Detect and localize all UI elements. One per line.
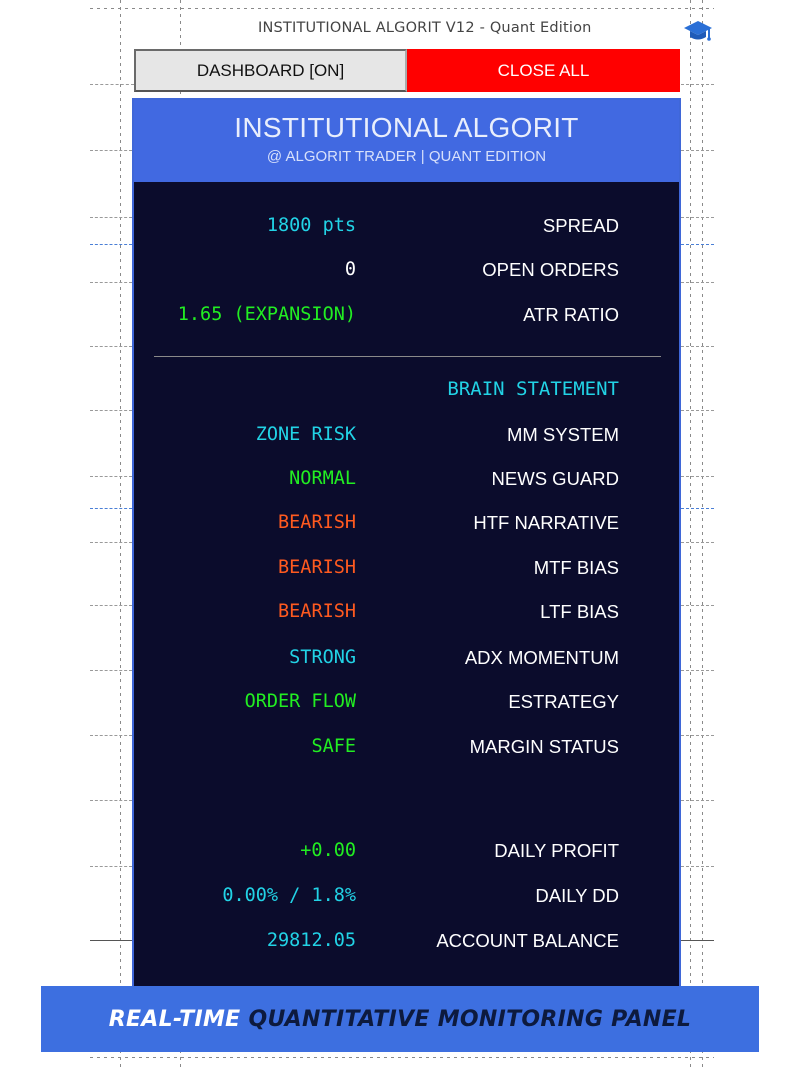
grid-line: [681, 800, 714, 801]
panel-title: INSTITUTIONAL ALGORIT: [234, 112, 579, 143]
grid-line: [681, 476, 714, 477]
grid-line: [90, 605, 132, 606]
daily-dd-value: 0.00% / 1.8%: [222, 885, 356, 906]
daily-profit-label: DAILY PROFIT: [494, 840, 619, 861]
grid-line: [90, 542, 132, 543]
open-orders-value: 0: [344, 259, 356, 280]
mm-system-value: ZONE RISK: [255, 424, 356, 445]
grid-line: [681, 150, 714, 151]
panel-subtitle: @ ALGORIT TRADER | QUANT EDITION: [266, 148, 547, 165]
atr-ratio-label: ATR RATIO: [523, 304, 619, 325]
panel-header: INSTITUTIONAL ALGORIT @ ALGORIT TRADER |…: [134, 100, 679, 182]
adx-momentum-value: STRONG: [289, 647, 356, 668]
banner-highlight-text: REAL-TIME: [108, 1006, 241, 1032]
ltf-bias-label: LTF BIAS: [540, 601, 619, 622]
grid-line: [681, 542, 714, 543]
grid-line: [90, 282, 132, 283]
price-line: [90, 508, 132, 509]
daily-dd-label: DAILY DD: [535, 885, 619, 906]
grid-line: [681, 940, 714, 941]
estrategy-label: ESTRATEGY: [508, 691, 619, 712]
spread-value: 1800 pts: [266, 215, 356, 236]
mtf-bias-value: BEARISH: [278, 557, 356, 578]
grid-line: [681, 410, 714, 411]
grid-line: [681, 282, 714, 283]
account-balance-label: ACCOUNT BALANCE: [436, 930, 619, 951]
close-all-button[interactable]: CLOSE ALL: [407, 49, 680, 92]
grid-line: [90, 800, 132, 801]
grid-line: [90, 866, 132, 867]
grid-line: [90, 476, 132, 477]
graduation-cap-icon: [684, 21, 712, 41]
news-guard-label: NEWS GUARD: [491, 468, 619, 489]
grid-line: [90, 735, 132, 736]
dashboard-panel: INSTITUTIONAL ALGORIT @ ALGORIT TRADER |…: [132, 98, 681, 998]
price-line: [90, 244, 132, 245]
news-guard-value: NORMAL: [289, 468, 356, 489]
grid-line: [90, 217, 132, 218]
daily-profit-value: +0.00: [300, 840, 356, 861]
price-line: [681, 508, 714, 509]
grid-line: [681, 605, 714, 606]
grid-line: [681, 346, 714, 347]
grid-line: [90, 410, 132, 411]
grid-line: [681, 735, 714, 736]
mm-system-label: MM SYSTEM: [506, 424, 619, 445]
open-orders-label: OPEN ORDERS: [482, 259, 619, 280]
htf-narrative-value: BEARISH: [278, 512, 356, 533]
caption-banner: REAL-TIME QUANTITATIVE MONITORING PANEL: [41, 986, 759, 1052]
adx-momentum-label: ADX MOMENTUM: [464, 647, 619, 668]
grid-line: [90, 346, 132, 347]
window-title: INSTITUTIONAL ALGORIT V12 - Quant Editio…: [258, 20, 592, 36]
account-balance-value: 29812.05: [266, 930, 356, 951]
margin-status-value: SAFE: [311, 736, 356, 757]
section-divider: [154, 356, 661, 357]
ltf-bias-value: BEARISH: [278, 601, 356, 622]
price-line: [681, 244, 714, 245]
grid-line: [90, 84, 134, 85]
mtf-bias-label: MTF BIAS: [533, 557, 619, 578]
grid-line: [681, 217, 714, 218]
grid-line: [681, 866, 714, 867]
grid-line: [90, 670, 132, 671]
spread-label: SPREAD: [542, 215, 619, 236]
htf-narrative-label: HTF NARRATIVE: [473, 512, 619, 533]
grid-line: [681, 670, 714, 671]
atr-ratio-value: 1.65 (EXPANSION): [177, 304, 356, 325]
margin-status-label: MARGIN STATUS: [469, 736, 619, 757]
brain-statement-heading: BRAIN STATEMENT: [447, 378, 619, 400]
grid-line: [90, 150, 132, 151]
grid-line: [90, 940, 132, 941]
grid-line: [681, 84, 714, 85]
banner-text: QUANTITATIVE MONITORING PANEL: [248, 1006, 692, 1032]
dashboard-toggle-button[interactable]: DASHBOARD [ON]: [134, 49, 407, 92]
estrategy-value: ORDER FLOW: [244, 691, 356, 712]
